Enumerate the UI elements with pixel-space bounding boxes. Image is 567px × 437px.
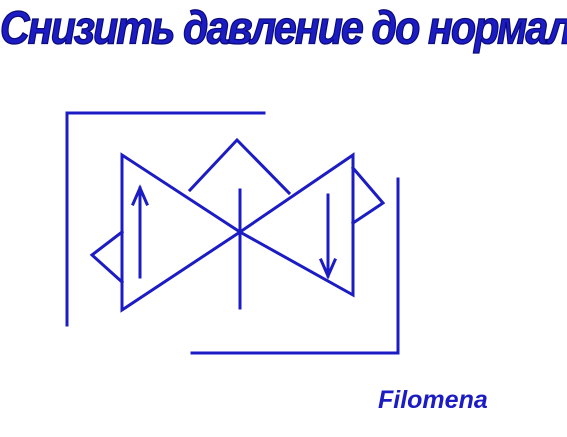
page-title: Снизить давление до нормального bbox=[0, 1, 567, 54]
right-triangle bbox=[237, 152, 355, 298]
up-arrow-head bbox=[131, 184, 149, 206]
signature: Filomena bbox=[378, 386, 488, 414]
right-flap bbox=[350, 165, 386, 226]
upper-peak bbox=[187, 137, 292, 196]
left-flap bbox=[89, 229, 125, 285]
top-left-bracket bbox=[65, 111, 266, 327]
down-arrow-head bbox=[319, 258, 337, 280]
bottom-right-bracket bbox=[190, 177, 400, 355]
